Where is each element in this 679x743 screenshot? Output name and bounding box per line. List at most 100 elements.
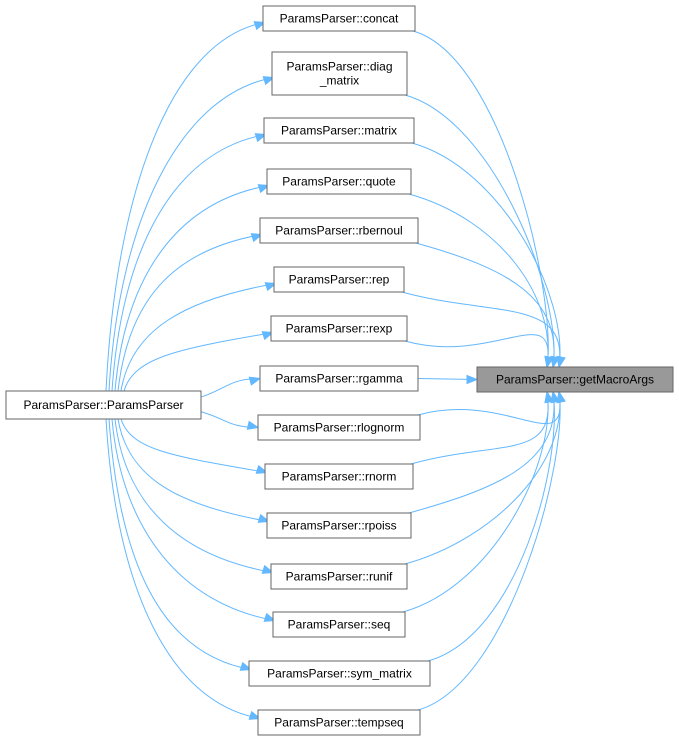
edge-rep-to-target xyxy=(401,291,566,369)
node-concat-label: ParamsParser::concat xyxy=(280,12,399,26)
edge-caller-to-matrix-arrowhead xyxy=(254,133,268,143)
node-rlognorm[interactable]: ParamsParser::rlognorm xyxy=(257,414,421,441)
edge-caller-to-quote xyxy=(114,184,271,392)
node-rbernoul-box xyxy=(259,217,419,244)
edge-caller-to-concat-arrowhead xyxy=(253,21,267,31)
node-rnorm-label: ParamsParser::rnorm xyxy=(282,470,397,484)
node-rpoiss-label: ParamsParser::rpoiss xyxy=(281,519,396,533)
edge-caller-to-rnorm-arrowhead xyxy=(255,464,269,474)
edge-caller-to-runif-line xyxy=(114,418,274,573)
node-rexp-label: ParamsParser::rexp xyxy=(286,322,393,336)
edge-caller-to-rgamma xyxy=(200,376,262,398)
node-seq-label: ParamsParser::seq xyxy=(288,618,391,632)
edge-caller-to-rgamma-arrowhead xyxy=(248,376,262,386)
node-quote-label: ParamsParser::quote xyxy=(282,175,396,189)
node-rlognorm-box xyxy=(257,414,421,441)
node-rbernoul[interactable]: ParamsParser::rbernoul xyxy=(259,217,419,244)
edge-caller-to-rexp-arrowhead xyxy=(261,331,275,341)
edge-caller-to-rbernoul-line xyxy=(117,234,263,392)
node-quote-box xyxy=(266,168,412,195)
nodes: ParamsParser::ParamsParserParamsParser::… xyxy=(5,5,674,736)
edge-caller-to-quote-line xyxy=(114,185,270,392)
edge-tempseq-to-target xyxy=(417,390,566,711)
node-rexp[interactable]: ParamsParser::rexp xyxy=(270,315,408,342)
node-seq[interactable]: ParamsParser::seq xyxy=(272,611,406,638)
edge-caller-to-seq xyxy=(111,418,277,622)
edge-rbernoul-to-target-line xyxy=(415,242,555,368)
edge-caller-to-rexp xyxy=(123,331,275,392)
edge-caller-to-rbernoul xyxy=(117,233,264,392)
node-rnorm-box xyxy=(264,463,414,490)
node-runif[interactable]: ParamsParser::runif xyxy=(270,563,408,590)
node-tempseq[interactable]: ParamsParser::tempseq xyxy=(257,709,421,736)
edge-quote-to-target-line xyxy=(408,193,549,368)
edge-rexp-to-target-line xyxy=(404,334,549,368)
edge-matrix-to-target-line xyxy=(411,142,561,368)
edge-caller-to-diag-matrix-arrowhead xyxy=(262,76,276,86)
node-diag-matrix[interactable]: ParamsParser::diag_matrix xyxy=(271,51,408,96)
edges xyxy=(105,21,566,720)
node-matrix[interactable]: ParamsParser::matrix xyxy=(263,117,415,144)
edge-matrix-to-target xyxy=(411,142,566,369)
edge-caller-to-rbernoul-arrowhead xyxy=(250,233,264,243)
node-seq-box xyxy=(272,611,406,638)
edge-caller-to-tempseq-line xyxy=(105,418,261,719)
node-rnorm[interactable]: ParamsParser::rnorm xyxy=(264,463,414,490)
edge-seq-to-target-line xyxy=(402,391,549,613)
edge-caller-to-runif-arrowhead xyxy=(261,564,275,574)
edge-rgamma-to-target-arrowhead xyxy=(466,374,479,385)
edge-caller-to-rpoiss xyxy=(117,418,271,523)
edge-caller-to-rnorm xyxy=(120,418,269,474)
edge-caller-to-runif xyxy=(114,418,275,574)
node-tempseq-label: ParamsParser::tempseq xyxy=(274,716,403,730)
node-rpoiss[interactable]: ParamsParser::rpoiss xyxy=(266,512,412,539)
edge-caller-to-rep-arrowhead xyxy=(264,282,278,292)
edge-rlognorm-to-target xyxy=(417,390,566,425)
node-rpoiss-box xyxy=(266,512,412,539)
edge-tempseq-to-target-line xyxy=(417,391,561,711)
node-runif-label: ParamsParser::runif xyxy=(286,570,393,584)
edge-rexp-to-target xyxy=(404,334,554,369)
edge-caller-to-rlognorm xyxy=(200,411,260,430)
target-node-getmacroargs-box xyxy=(476,366,674,393)
node-rexp-box xyxy=(270,315,408,342)
edge-runif-to-target xyxy=(404,390,566,565)
node-matrix-box xyxy=(263,117,415,144)
edge-caller-to-concat-line xyxy=(105,22,266,392)
edge-quote-to-target xyxy=(408,193,554,369)
node-diag-matrix-box xyxy=(271,51,408,96)
edge-caller-to-sym-matrix xyxy=(108,418,253,671)
edge-diag-matrix-to-target xyxy=(404,94,560,369)
caller-node-paramsparser-box xyxy=(5,390,202,420)
edge-caller-to-rexp-line xyxy=(123,332,274,392)
edge-tempseq-to-target-arrowhead xyxy=(556,390,566,404)
target-node-getmacroargs[interactable]: ParamsParser::getMacroArgs xyxy=(476,366,674,393)
edge-caller-to-rep xyxy=(120,282,278,392)
edge-caller-to-rnorm-line xyxy=(120,418,268,473)
node-tempseq-box xyxy=(257,709,421,736)
node-rgamma[interactable]: ParamsParser::rgamma xyxy=(259,365,419,392)
node-concat[interactable]: ParamsParser::concat xyxy=(262,5,416,32)
node-diag-matrix-label-1: ParamsParser::diag xyxy=(286,60,392,74)
edge-caller-to-concat xyxy=(105,21,267,392)
caller-node-paramsparser-label: ParamsParser::ParamsParser xyxy=(23,398,183,412)
caller-node-paramsparser[interactable]: ParamsParser::ParamsParser xyxy=(5,390,202,420)
node-concat-box xyxy=(262,5,416,32)
edge-caller-to-rlognorm-arrowhead xyxy=(246,420,260,430)
edge-rbernoul-to-target xyxy=(415,242,560,369)
edge-caller-to-seq-arrowhead xyxy=(263,612,277,622)
node-sym-matrix[interactable]: ParamsParser::sym_matrix xyxy=(248,660,431,687)
node-rgamma-box xyxy=(259,365,419,392)
edge-diag-matrix-to-target-line xyxy=(404,94,555,368)
edge-sym-matrix-to-target-line xyxy=(427,391,555,662)
edge-rlognorm-to-target-line xyxy=(417,391,561,425)
node-rep-box xyxy=(273,266,405,293)
node-diag-matrix-label-2: _matrix xyxy=(319,74,359,88)
edge-sym-matrix-to-target-arrowhead xyxy=(550,390,560,404)
edge-seq-to-target-arrowhead xyxy=(544,390,554,404)
node-quote[interactable]: ParamsParser::quote xyxy=(266,168,412,195)
node-rep[interactable]: ParamsParser::rep xyxy=(273,266,405,293)
edge-caller-to-seq-line xyxy=(111,418,276,621)
node-sym-matrix-box xyxy=(248,660,431,687)
